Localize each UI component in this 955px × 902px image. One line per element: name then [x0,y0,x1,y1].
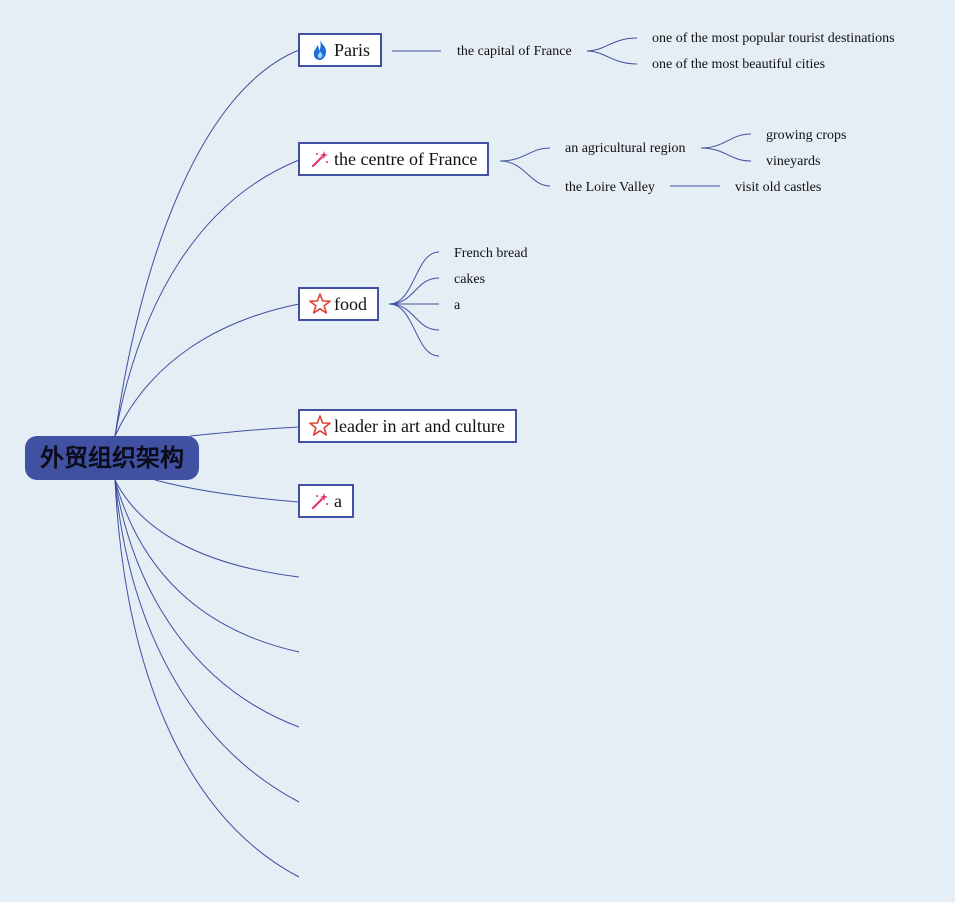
subtopic-beautiful-cities[interactable]: one of the most beautiful cities [652,57,826,72]
topic-a-label: a [334,490,342,511]
subtopic-tourist-destinations[interactable]: one of the most popular tourist destinat… [652,31,895,46]
topic-food-label: food [334,293,367,314]
subtopic-french-bread[interactable]: French bread [454,246,528,261]
magic-wand-icon [308,489,332,513]
connector-root-empty-1 [114,479,300,578]
subtopic-loire-valley[interactable]: the Loire Valley [565,180,655,195]
connector-root-empty-5 [114,479,300,878]
connector-root-empty-3 [114,479,300,728]
connector-food-cakes [388,277,440,305]
magic-wand-icon [308,147,332,171]
subtopic-growing-crops[interactable]: growing crops [766,128,847,143]
topic-centre-of-france[interactable]: the centre of France [298,142,490,176]
connector-root-paris [114,49,300,437]
star-icon [308,414,332,438]
fire-icon [308,38,332,62]
connector-root-centre [114,159,300,437]
subtopic-vineyards[interactable]: vineyards [766,154,821,169]
subtopic-cakes[interactable]: cakes [454,272,486,287]
connector-centre-loire [499,160,551,187]
connector-root-empty-4 [114,479,300,803]
topic-leader-label: leader in art and culture [334,415,505,436]
topic-centre-label: the centre of France [334,148,478,169]
connector-root-empty-2 [114,479,300,653]
subtopic-agricultural-region[interactable]: an agricultural region [565,141,686,156]
connector-food-empty-2 [388,303,440,357]
connector-food-bread [388,251,440,305]
connector-root-food [114,303,300,437]
connector-food-empty-1 [388,303,440,331]
topic-leader-in-art-and-culture[interactable]: leader in art and culture [298,409,517,443]
star-icon [308,292,332,316]
subtopic-visit-old-castles[interactable]: visit old castles [735,180,822,195]
topic-a[interactable]: a [298,484,354,518]
connector-agri-crops [700,133,752,149]
topic-paris-label: Paris [334,39,370,60]
subtopic-capital-of-france[interactable]: the capital of France [457,44,572,59]
connector-root-a [154,479,300,503]
connector-root-leader [189,426,300,437]
subtopic-food-a[interactable]: a [454,298,461,313]
topic-food[interactable]: food [298,287,379,321]
topic-paris[interactable]: Paris [298,33,382,67]
root-topic[interactable]: 外贸组织架构 [25,436,199,480]
connector-centre-agri [499,147,551,162]
connector-agri-vineyards [700,147,752,162]
connector-capital-detail-1 [586,37,638,52]
connector-capital-detail-2 [586,50,638,65]
